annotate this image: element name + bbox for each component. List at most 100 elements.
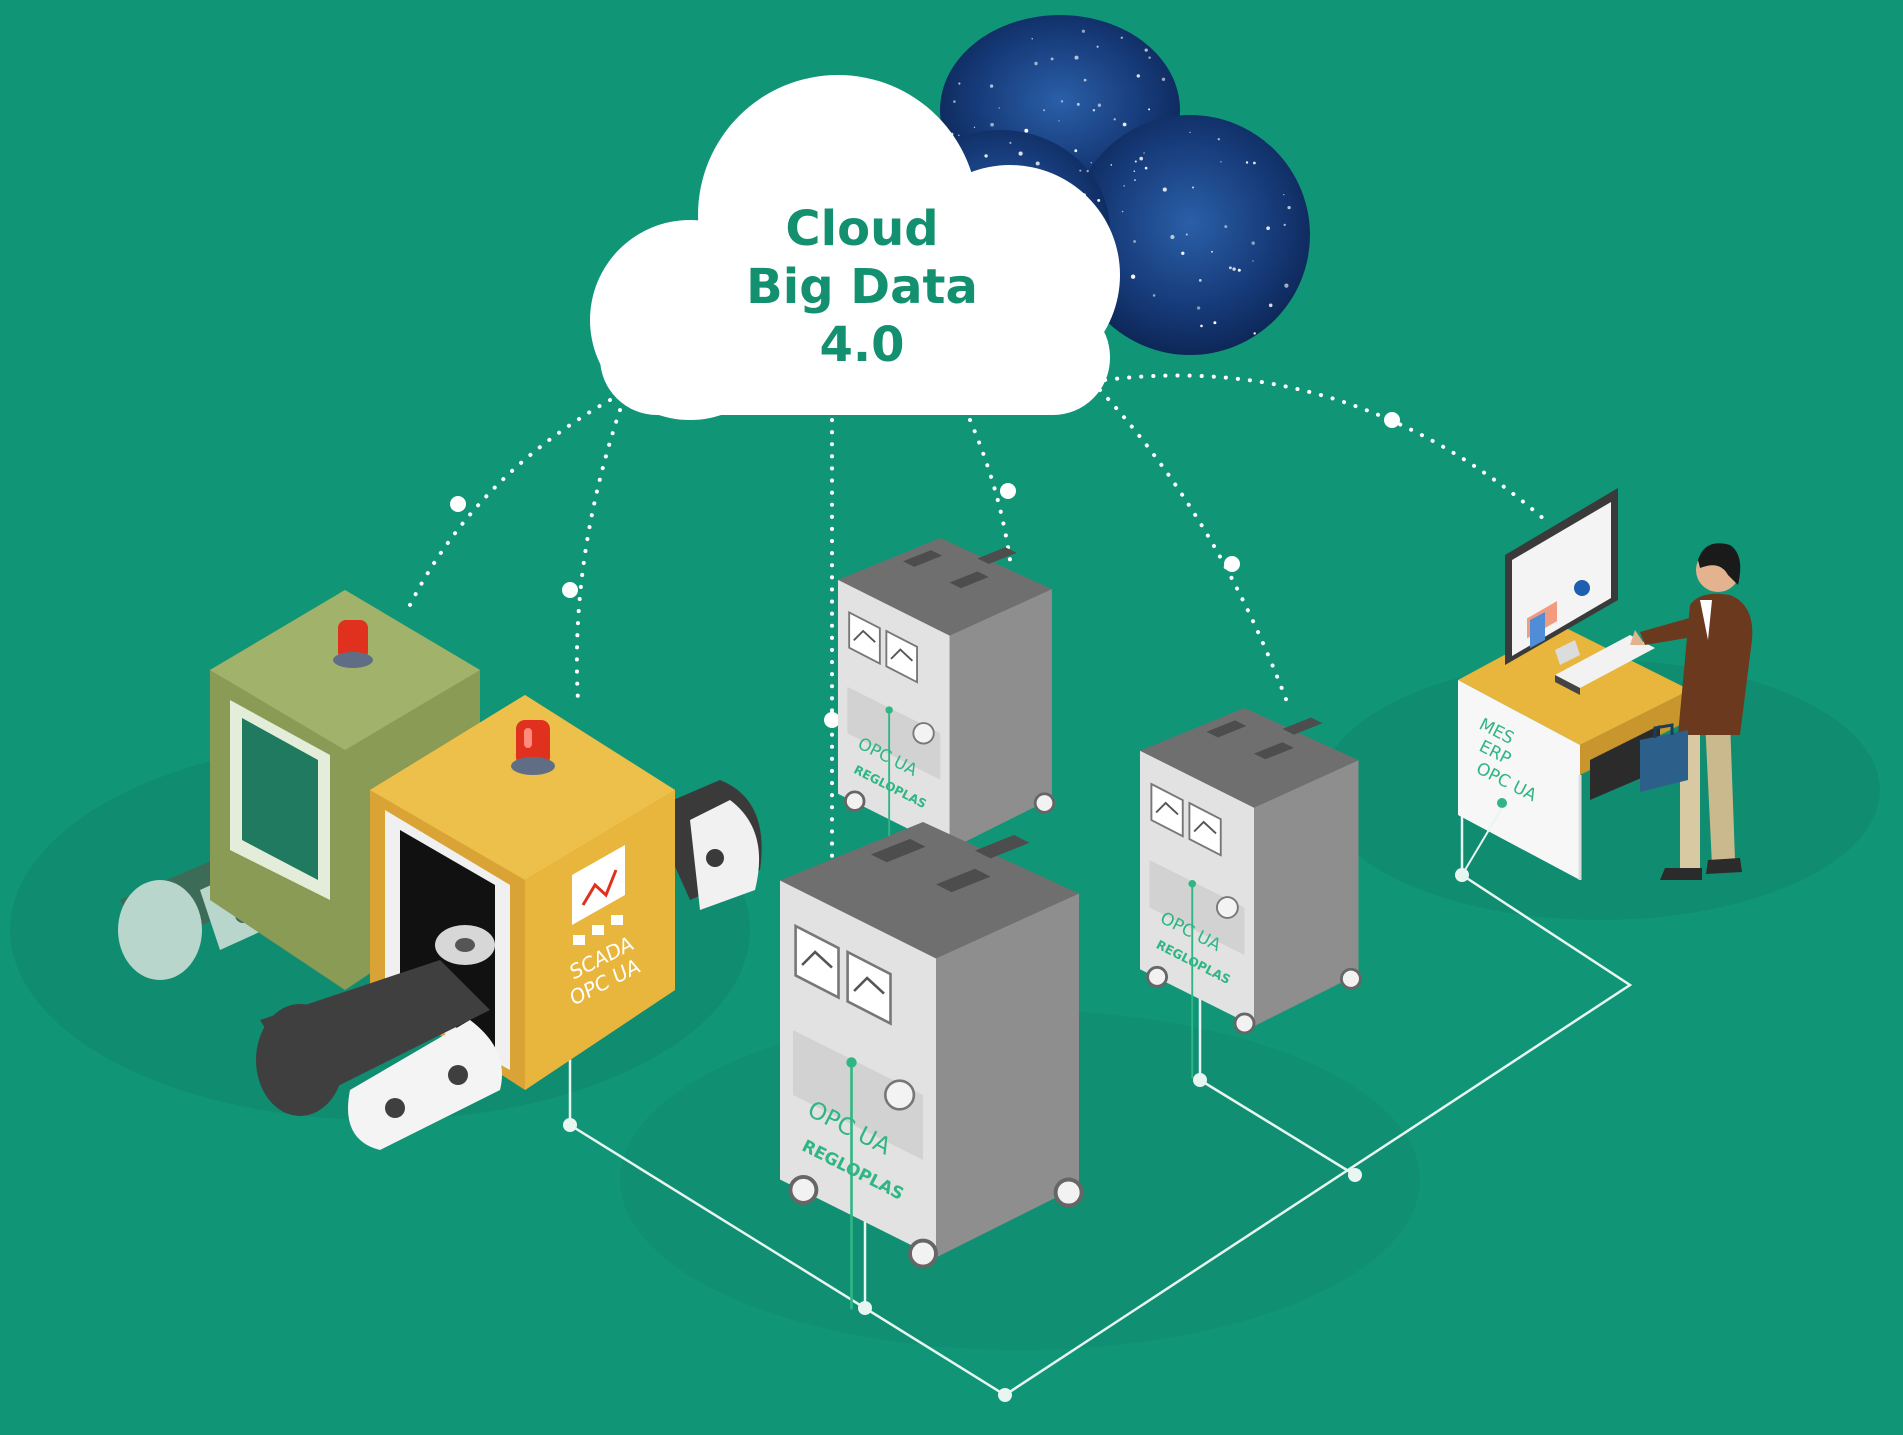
star (1268, 303, 1273, 308)
star (1092, 108, 1096, 112)
star (1058, 120, 1060, 122)
star (1134, 160, 1137, 163)
star (1192, 186, 1194, 189)
star (1074, 149, 1078, 153)
connection-line (968, 418, 1012, 562)
person-icon (1630, 543, 1753, 880)
star (1287, 205, 1291, 210)
star (1143, 152, 1145, 154)
star (1090, 162, 1092, 164)
star (1252, 260, 1254, 262)
regloplas-unit-right: OPC UA REGLOPLAS (1140, 708, 1362, 1079)
star (1097, 103, 1102, 107)
star (1224, 225, 1228, 229)
scada-machine: SCADA OPC UA (256, 695, 762, 1150)
star (1074, 55, 1079, 60)
connection-line (1098, 388, 1292, 712)
connection-nodes (450, 412, 1400, 728)
star (1245, 161, 1249, 164)
chart-display-icon (572, 845, 625, 925)
star (1148, 56, 1151, 59)
star (1024, 128, 1029, 133)
star (958, 134, 960, 137)
star (1086, 169, 1089, 173)
star (1134, 179, 1136, 181)
cloud-title-line1: Cloud (785, 201, 938, 257)
star (1133, 170, 1136, 172)
star (990, 122, 994, 127)
star (1232, 267, 1236, 271)
star (998, 107, 1000, 109)
star (1133, 240, 1136, 243)
star (1050, 57, 1054, 61)
star (1096, 45, 1099, 48)
star (973, 126, 976, 128)
star (1110, 164, 1113, 166)
star (1189, 131, 1191, 134)
star (1181, 251, 1185, 255)
star (1152, 294, 1156, 297)
connection-line (1103, 373, 1547, 522)
floor-nodes (563, 868, 1469, 1402)
star (1144, 48, 1148, 52)
star (1283, 193, 1285, 196)
star (1198, 279, 1202, 282)
cloud-title-line3: 4.0 (819, 317, 904, 373)
star (1253, 161, 1256, 165)
star (1121, 210, 1124, 213)
star (1083, 78, 1087, 82)
star (1035, 161, 1040, 166)
star (1139, 156, 1144, 161)
star (1283, 223, 1286, 227)
star (1043, 109, 1046, 112)
star (1076, 102, 1080, 106)
star (1251, 241, 1255, 245)
star (1136, 74, 1140, 78)
star (1170, 234, 1175, 240)
star (1034, 61, 1038, 66)
alarm-beacon-icon (338, 620, 368, 660)
star (1009, 141, 1012, 145)
briefcase-icon (1640, 730, 1688, 792)
star (1162, 187, 1167, 192)
star (1211, 250, 1213, 253)
star (1148, 108, 1151, 111)
star (1113, 118, 1116, 121)
cloud-connections (403, 373, 1547, 882)
star (1060, 100, 1064, 103)
star (1018, 151, 1023, 156)
star (1097, 198, 1101, 202)
star (1130, 274, 1136, 279)
star (1161, 77, 1166, 81)
star (1284, 283, 1289, 288)
connection-line (403, 398, 612, 617)
star (984, 154, 988, 158)
star (1122, 122, 1127, 127)
star (953, 100, 956, 103)
connection-line (574, 408, 622, 702)
keyboard-icon (1555, 635, 1655, 688)
star (1200, 324, 1203, 328)
mes-workstation: MES ERP OPC UA (1458, 488, 1690, 880)
star (958, 82, 961, 85)
star (1185, 233, 1188, 236)
star (1217, 137, 1221, 141)
star (1237, 268, 1241, 272)
star (1228, 266, 1232, 270)
star (1123, 185, 1126, 187)
regloplas-unit-back: OPC UA REGLOPLAS (836, 536, 1056, 873)
regloplas-unit-front: OPC UA REGLOPLAS (780, 822, 1084, 1310)
star (1213, 321, 1217, 325)
star (1079, 169, 1082, 172)
star (1196, 306, 1201, 310)
star (1144, 166, 1148, 170)
star (1031, 38, 1033, 40)
star (1081, 29, 1085, 33)
cloud-shape (590, 75, 1120, 420)
star (1266, 226, 1270, 231)
star (1253, 332, 1256, 335)
star (1120, 36, 1123, 39)
star (989, 84, 994, 88)
